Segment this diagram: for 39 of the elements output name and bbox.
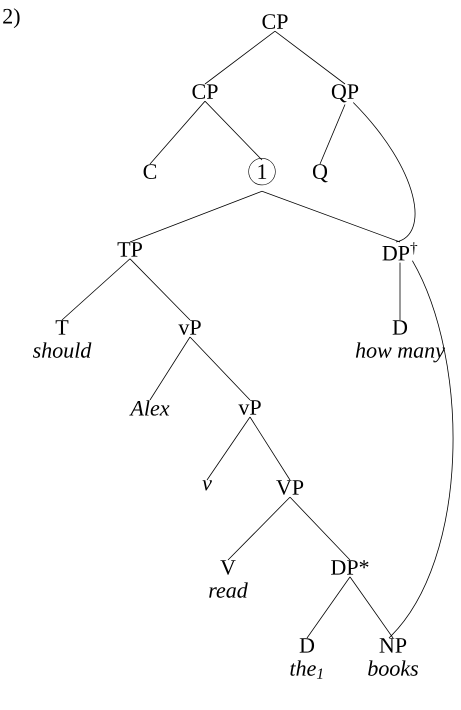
tree-node-label: vP <box>178 320 201 335</box>
tree-branch <box>274 30 346 84</box>
tree-branch <box>262 190 400 242</box>
tree-node-label: C <box>144 164 156 179</box>
tree-node-label: VP <box>276 480 304 495</box>
tree-branch <box>130 190 262 242</box>
tree-branch <box>190 336 250 400</box>
tree-branch <box>320 104 346 164</box>
tree-node-label: DP* <box>331 560 368 575</box>
tree-node-label: CP <box>262 14 288 29</box>
tree-node-label: CP <box>192 84 218 99</box>
tree-branch <box>62 258 130 320</box>
tree-branch <box>130 258 190 320</box>
tree-node-label: TP <box>118 242 142 257</box>
tree-branch <box>150 336 190 400</box>
tree-node-label: DP$^{†}$ <box>382 242 418 260</box>
tree-branch <box>290 496 350 560</box>
tree-node-label: vP <box>238 400 261 415</box>
tree-branch <box>388 260 454 638</box>
tree-node-label: T should <box>32 320 92 358</box>
example-number: 2) <box>3 8 20 28</box>
tree-branch <box>204 30 276 84</box>
tree-branch <box>228 496 290 560</box>
tree-branch <box>350 576 394 638</box>
circled-node: 1 <box>248 158 276 186</box>
tree-node-label: Alex <box>129 400 170 416</box>
tree-branch <box>150 100 206 164</box>
tree-node-label: QP <box>332 84 358 102</box>
tree-branch <box>250 416 290 480</box>
tree-node-label: D how many <box>356 320 445 362</box>
tree-node-label: D the$_{1}$ <box>290 638 322 679</box>
tree-branch <box>306 576 350 638</box>
tree-node-label: v <box>202 480 212 491</box>
tree-branch <box>204 100 262 160</box>
tree-node-label: V read <box>209 560 248 598</box>
tree-node-label: Q <box>312 164 328 182</box>
tree-node-label: NP books <box>368 638 418 676</box>
tree-branch <box>206 416 250 480</box>
tree-branch <box>352 102 416 242</box>
